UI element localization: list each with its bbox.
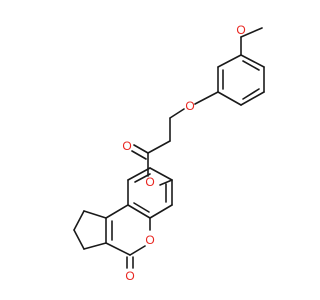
ring-oxygen-label: O [145,233,154,247]
bond [149,167,173,181]
bond [83,210,107,219]
structure-diagram: O O O O O O [73,23,265,283]
bond [147,140,171,154]
cyclopentane-ring [73,210,107,250]
bond [217,54,242,68]
structure-canvas: O O O O O O [73,23,265,283]
double-bond-inner [134,173,151,183]
double-bond-inner [242,88,260,100]
bond [73,229,85,250]
bond [159,179,173,186]
ether-oxygen-label: O [185,99,194,113]
bond [169,108,185,119]
bond [240,54,265,68]
bond [73,210,85,231]
bond [149,204,173,219]
bond [240,27,263,38]
ester-carbonyl-oxygen-label: O [122,139,131,153]
benzo-ring [127,167,173,219]
bond [127,167,151,181]
bond [129,245,146,256]
oxygen-labels: O O O O O O [122,23,245,283]
double-bond-inner [242,60,260,71]
double-bond [131,150,147,160]
pyranone-ring [105,204,151,269]
bond [105,204,129,219]
bond [240,91,265,106]
bond [217,91,242,106]
methoxyphenyl-ring [217,54,265,106]
methoxy-oxygen-label: O [236,23,245,37]
bond [105,242,131,256]
ester-oxygen-label: O [145,175,154,189]
bond [83,242,107,250]
double-bond-inner [133,202,150,213]
bond [133,144,149,154]
bond [194,91,219,105]
bond [127,204,151,219]
lactone-carbonyl-oxygen-label: O [125,269,134,283]
